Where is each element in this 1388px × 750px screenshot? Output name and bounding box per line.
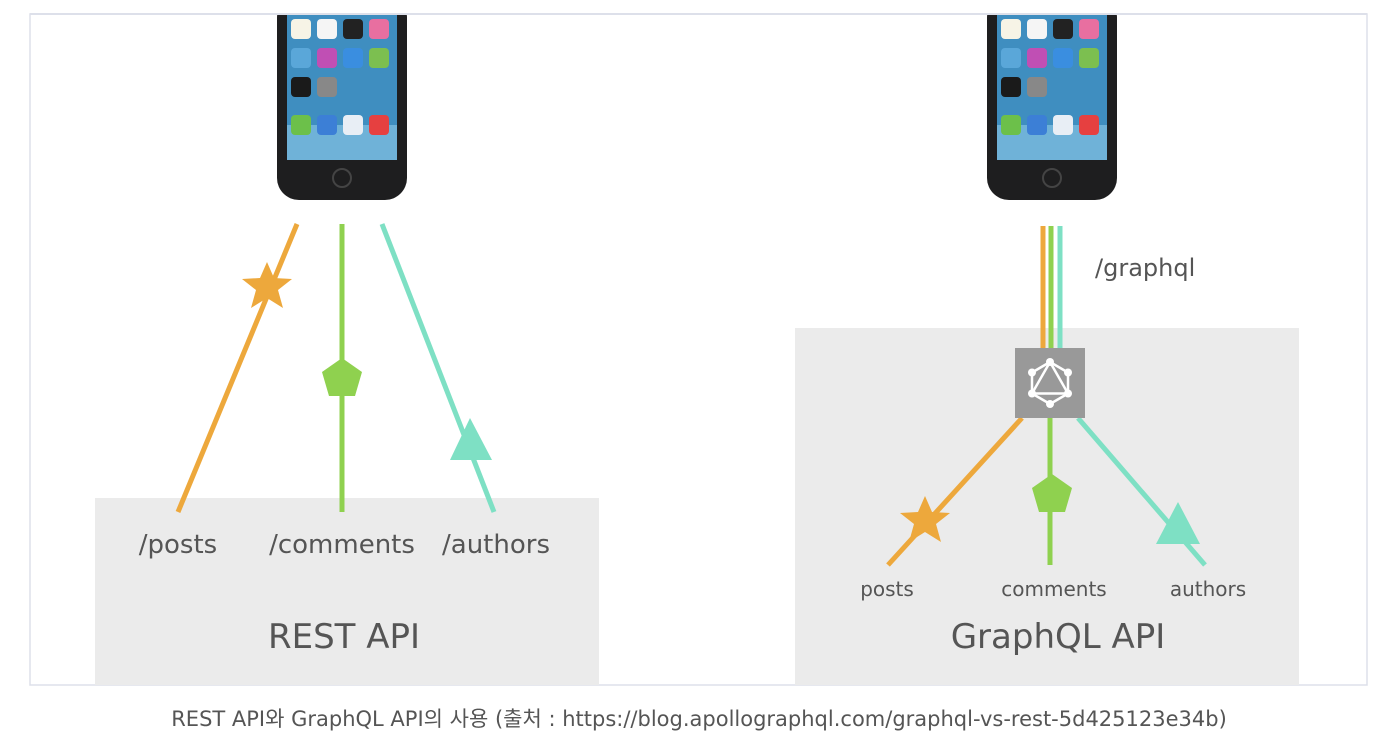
figure-caption: REST API와 GraphQL API의 사용 (출처 : https://…: [171, 707, 1227, 731]
triangle-icon: [450, 418, 492, 460]
client-phone-rest: [276, 0, 408, 201]
graphql-field-authors: authors: [1170, 577, 1246, 601]
graphql-logo-icon: [1028, 358, 1072, 408]
rest-endpoint-comments: /comments: [269, 530, 415, 560]
rest-api-title: REST API: [268, 617, 420, 657]
triangle-icon: [1156, 502, 1200, 544]
star-icon: [900, 496, 950, 542]
rest-api-box: [95, 498, 599, 685]
graphql-field-comments: comments: [1001, 577, 1106, 601]
graphql-field-posts: posts: [860, 577, 914, 601]
authors-request-line: [379, 223, 497, 513]
pentagon-icon: [1032, 474, 1072, 512]
star-icon: [242, 262, 292, 308]
posts-request-line: [175, 223, 300, 513]
graphql-endpoint: /graphql: [1095, 254, 1195, 282]
client-phone-graphql: [986, 0, 1118, 201]
rest-endpoint-posts: /posts: [139, 530, 217, 560]
graphql-api-title: GraphQL API: [951, 617, 1166, 657]
rest-endpoint-authors: /authors: [442, 530, 550, 560]
pentagon-icon: [322, 358, 362, 396]
